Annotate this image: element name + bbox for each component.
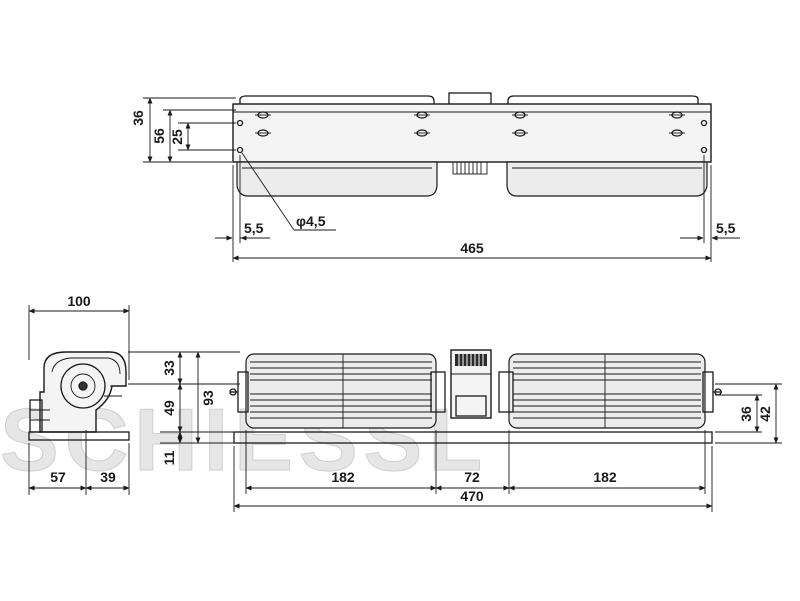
- top-housing-left: [236, 161, 438, 197]
- top-mounting-plate: [232, 103, 712, 163]
- side-housing: [39, 351, 127, 433]
- front-roller-left: [245, 353, 437, 429]
- dim-36-front: 36: [738, 406, 754, 422]
- dim-hole-diameter: φ4,5: [296, 213, 326, 229]
- front-base-plate: [233, 431, 713, 444]
- top-hole-left-lower: [236, 146, 244, 154]
- front-roller-right-blades: [513, 361, 701, 419]
- side-base-plate: [28, 431, 130, 441]
- side-rotor-ring: [70, 373, 96, 399]
- dim-57: 57: [50, 469, 66, 485]
- side-view: 100 57 39: [28, 293, 130, 495]
- side-shaft: [78, 381, 88, 391]
- dim-465: 465: [460, 240, 484, 256]
- top-rail-right: [507, 95, 699, 104]
- dim-182-right: 182: [593, 469, 617, 485]
- top-hole-right-lower: [700, 146, 708, 154]
- dim-100: 100: [67, 293, 91, 309]
- dim-36-top: 36: [130, 110, 146, 126]
- dim-33: 33: [161, 360, 177, 376]
- dim-39: 39: [100, 469, 116, 485]
- side-rotor-outer: [60, 363, 106, 409]
- top-view: 36 56 25 φ4,5 5,5 5,5 465: [130, 92, 740, 262]
- dim-5-5-right: 5,5: [716, 220, 736, 236]
- top-hole-left-upper: [236, 119, 244, 127]
- top-slots: [255, 111, 685, 137]
- dim-25: 25: [169, 129, 185, 145]
- dim-42: 42: [757, 406, 773, 422]
- dim-5-5-left: 5,5: [244, 220, 264, 236]
- dim-470: 470: [460, 488, 484, 504]
- front-roller-right: [508, 353, 706, 429]
- dim-56: 56: [151, 128, 167, 144]
- dim-11: 11: [161, 450, 177, 465]
- top-hole-right-upper: [700, 119, 708, 127]
- front-roller-left-blades: [250, 361, 432, 419]
- top-housing-right: [506, 161, 708, 197]
- front-view: 33 49 93 11: [128, 349, 782, 512]
- top-motor-fins: [452, 161, 488, 175]
- dim-182-left: 182: [331, 469, 355, 485]
- dim-93: 93: [200, 390, 216, 406]
- dim-49: 49: [161, 400, 177, 416]
- dim-72: 72: [464, 469, 480, 485]
- front-motor-fins: [455, 354, 487, 366]
- top-rail-left: [239, 95, 435, 104]
